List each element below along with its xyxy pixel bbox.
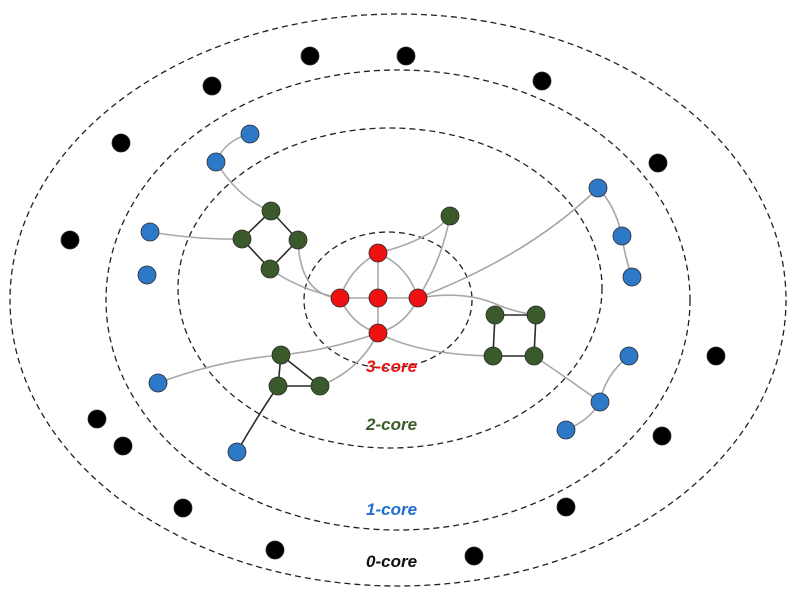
node-0-core	[60, 230, 80, 250]
node-0-core	[173, 498, 193, 518]
ring-1-core	[105, 69, 691, 531]
label-2-core: 2-core	[365, 415, 417, 434]
node-2-core	[271, 345, 291, 365]
edge	[215, 161, 272, 212]
node-1-core	[590, 392, 610, 412]
node-2-core	[526, 305, 546, 325]
node-2-core	[232, 229, 252, 249]
edge	[236, 385, 279, 453]
ring-3-core	[303, 231, 473, 369]
node-0-core	[111, 133, 131, 153]
edge	[417, 187, 599, 299]
ring-0-core	[9, 13, 787, 587]
edge	[149, 231, 243, 240]
node-1-core	[622, 267, 642, 287]
node-1-core	[588, 178, 608, 198]
node-2-core	[261, 201, 281, 221]
node-0-core	[706, 346, 726, 366]
label-0-core: 0-core	[366, 552, 417, 571]
edge	[417, 215, 451, 299]
node-1-core	[148, 373, 168, 393]
node-1-core	[556, 420, 576, 440]
edge	[157, 354, 282, 384]
node-2-core	[260, 259, 280, 279]
ring-2-core	[177, 127, 603, 449]
core-labels: 3-core 2-core 1-core 0-core	[365, 357, 417, 571]
node-1-core	[612, 226, 632, 246]
node-3-core	[408, 288, 428, 308]
node-0-core	[202, 76, 222, 96]
node-2-core	[524, 346, 544, 366]
node-2-core	[288, 230, 308, 250]
node-1-core	[140, 222, 160, 242]
node-2-core	[310, 376, 330, 396]
core-rings	[9, 13, 787, 587]
edge	[417, 294, 537, 316]
edge	[280, 332, 379, 356]
node-3-core	[368, 243, 388, 263]
node-0-core	[265, 540, 285, 560]
edge	[533, 355, 601, 403]
node-0-core	[652, 426, 672, 446]
graph-nodes	[60, 46, 726, 566]
node-1-core	[206, 152, 226, 172]
node-0-core	[300, 46, 320, 66]
node-1-core	[240, 124, 260, 144]
node-1-core	[227, 442, 247, 462]
node-0-core	[396, 46, 416, 66]
label-1-core: 1-core	[366, 500, 417, 519]
node-0-core	[464, 546, 484, 566]
node-3-core	[330, 288, 350, 308]
node-1-core	[619, 346, 639, 366]
node-3-core	[368, 288, 388, 308]
node-2-core	[485, 305, 505, 325]
label-3-core: 3-core	[366, 357, 417, 376]
edge	[377, 215, 451, 254]
graph-edges	[149, 133, 633, 453]
node-2-core	[440, 206, 460, 226]
node-2-core	[268, 376, 288, 396]
node-3-core	[368, 323, 388, 343]
node-0-core	[113, 436, 133, 456]
node-1-core	[137, 265, 157, 285]
node-0-core	[556, 497, 576, 517]
node-0-core	[87, 409, 107, 429]
node-0-core	[532, 71, 552, 91]
node-0-core	[648, 153, 668, 173]
edge	[377, 332, 494, 357]
node-2-core	[483, 346, 503, 366]
